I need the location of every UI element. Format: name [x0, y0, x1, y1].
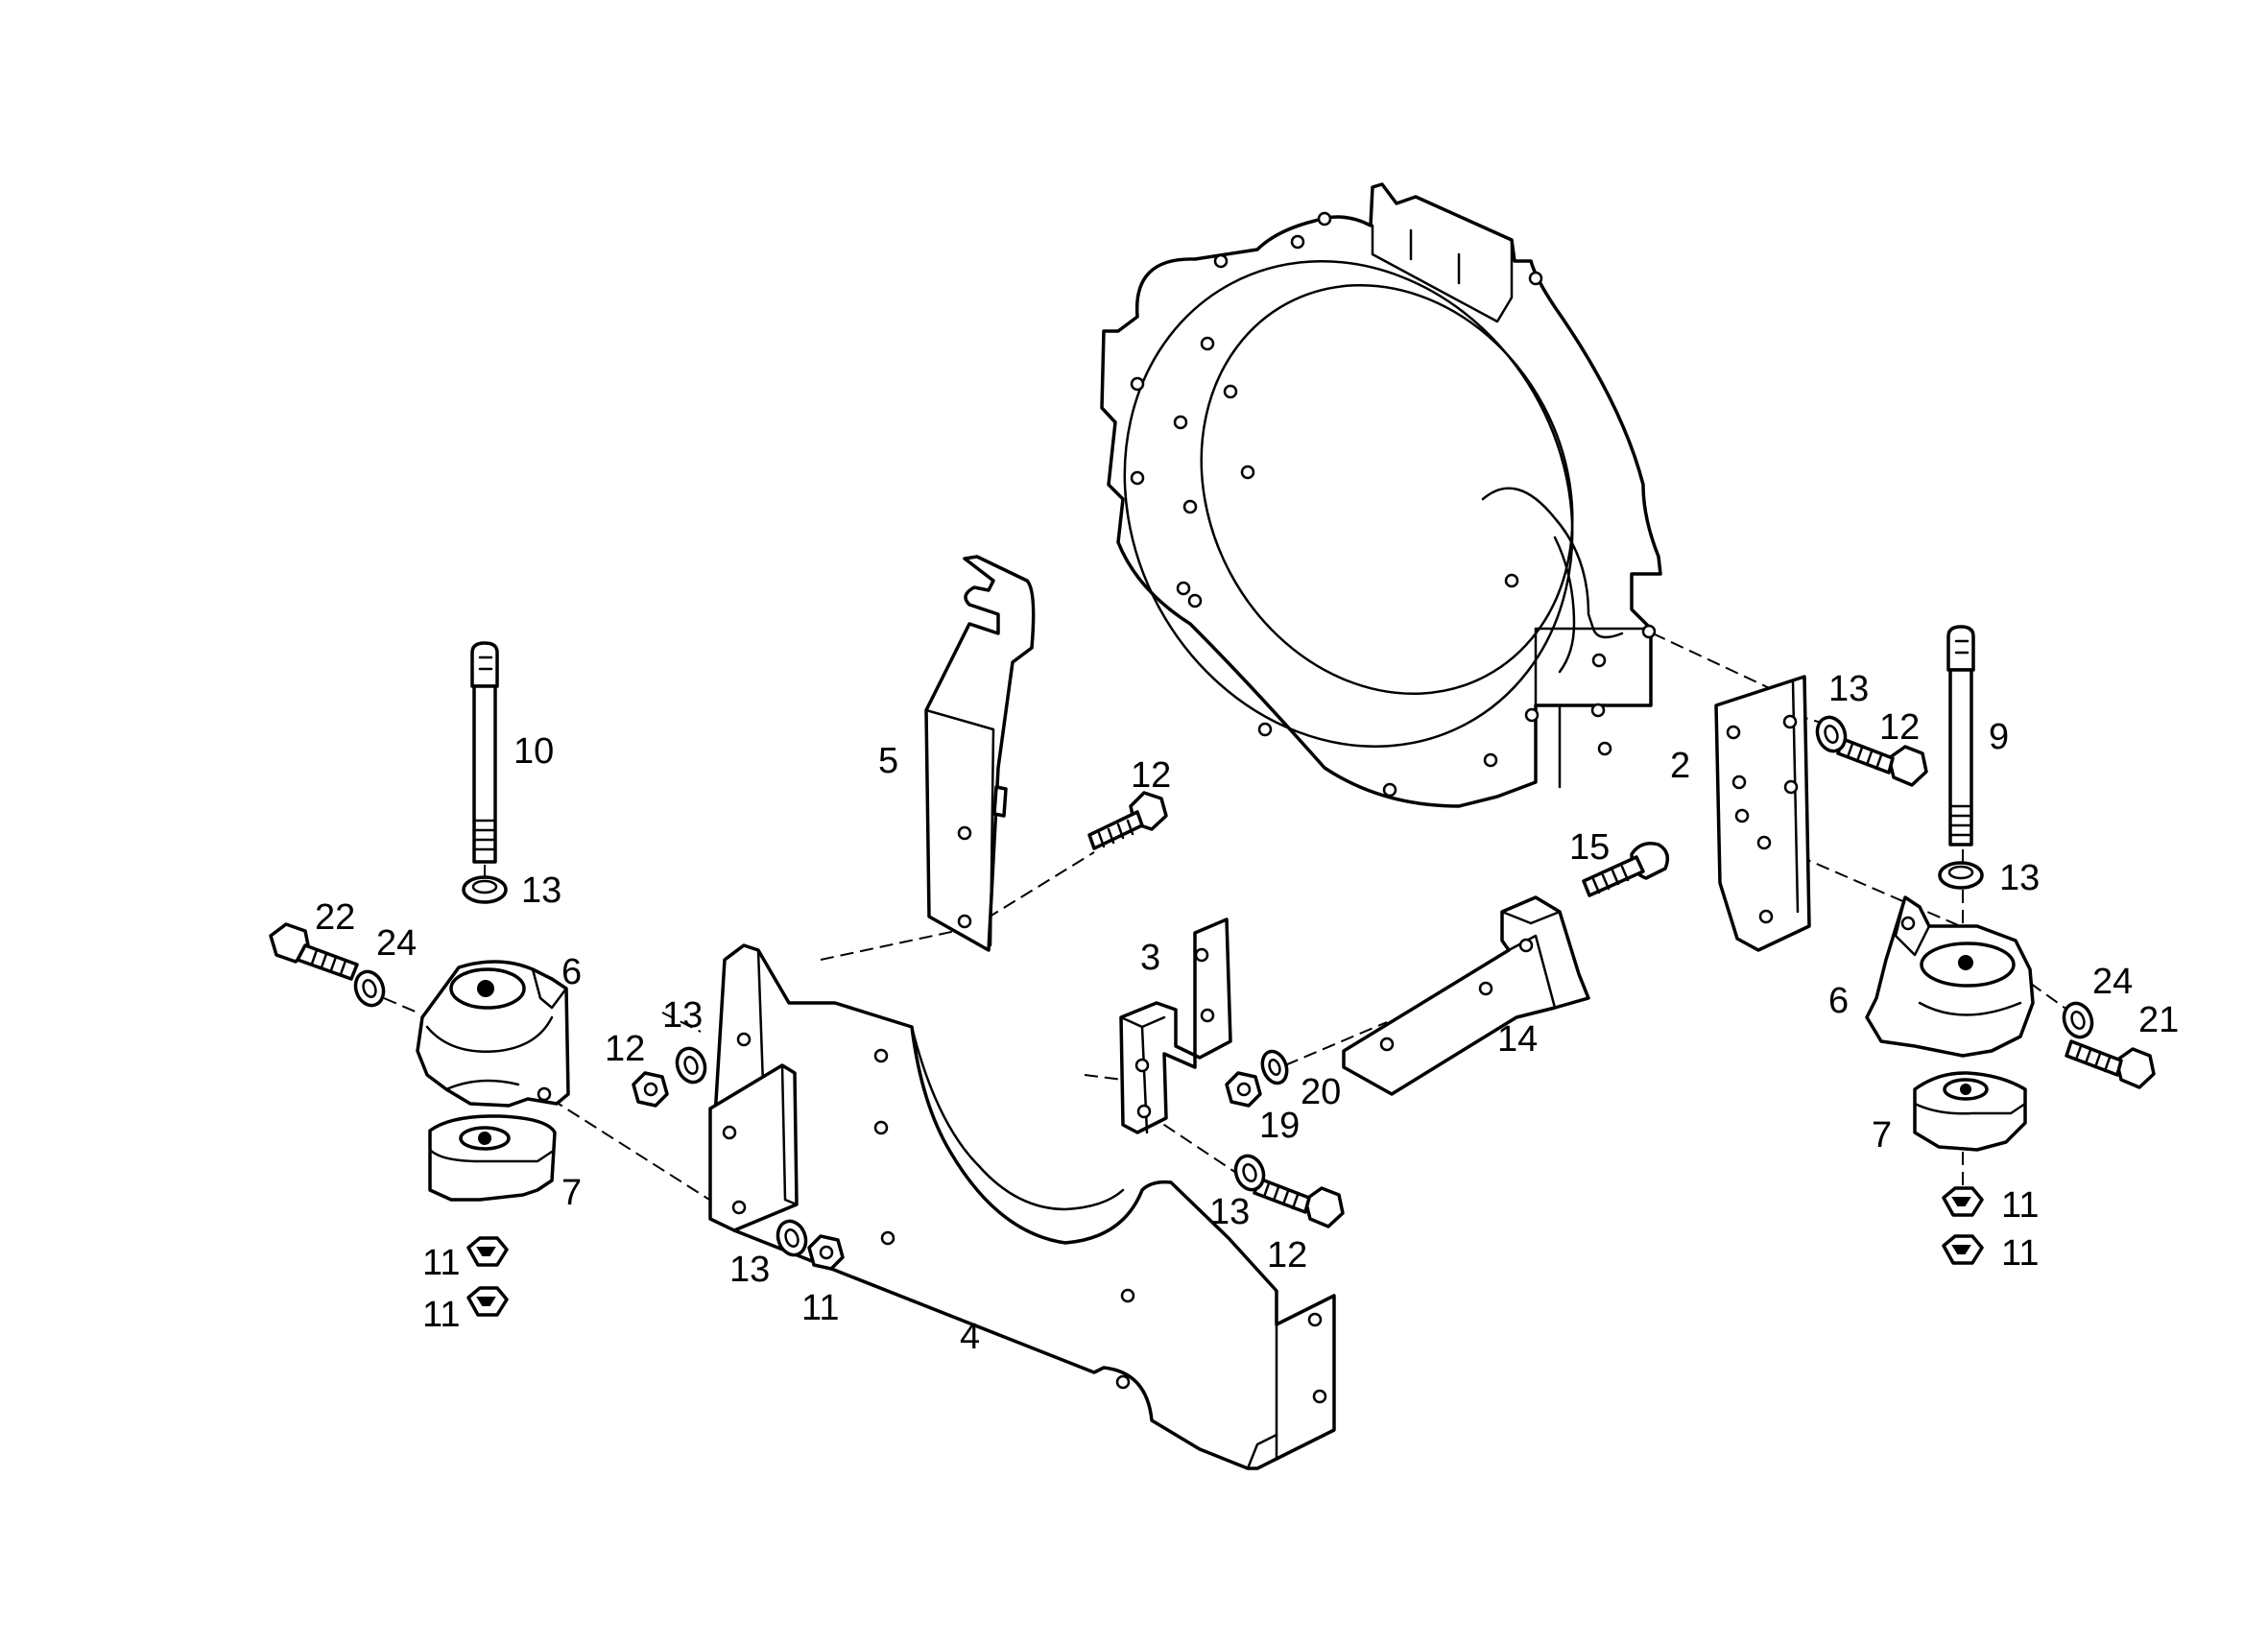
hex-bolt-22	[269, 922, 359, 981]
callout-12-bottom: 12	[1267, 1235, 1307, 1275]
callout-11-right-b: 11	[2001, 1233, 2039, 1274]
callout-10: 10	[513, 731, 554, 772]
callout-5: 5	[878, 741, 898, 781]
washer-13-bottom	[1233, 1154, 1266, 1192]
nut-11-left-a	[466, 1236, 509, 1267]
upper-bracket	[924, 555, 1036, 952]
washer-13-low	[776, 1219, 808, 1257]
hex-bolt-12-top	[1087, 791, 1168, 850]
callout-12-mid: 12	[605, 1029, 645, 1069]
washer-13-right-top	[1938, 861, 1984, 890]
callout-12-right: 12	[1879, 707, 1920, 748]
callout-11-left-a: 11	[422, 1243, 460, 1283]
callout-4: 4	[960, 1317, 980, 1357]
callout-6-right: 6	[1828, 981, 1849, 1021]
nuts	[466, 1071, 1984, 1317]
callout-2: 2	[1670, 746, 1690, 786]
left-engine-mount	[416, 960, 570, 1108]
callout-3: 3	[1140, 938, 1160, 978]
washers	[353, 715, 2094, 1257]
hex-bolt-12-right	[1836, 737, 1928, 787]
plate-bracket	[1714, 675, 1811, 952]
callout-11-left-b: 11	[422, 1295, 460, 1335]
callout-19: 19	[1259, 1106, 1300, 1146]
callout-13-low: 13	[729, 1250, 770, 1290]
angle-bracket	[1119, 918, 1232, 1134]
nut-12-mid	[632, 1071, 669, 1108]
long-bolt-right	[1946, 625, 1975, 846]
callout-24-right: 24	[2092, 962, 2133, 1002]
callout-21: 21	[2138, 1000, 2179, 1040]
washer-13-right	[1815, 715, 1848, 753]
callout-12-top: 12	[1131, 755, 1171, 796]
main-frame-plate	[708, 943, 1336, 1470]
callout-11-mid: 11	[801, 1288, 839, 1328]
washer-24-right	[2062, 1001, 2094, 1039]
callout-13-right-top: 13	[1999, 858, 2040, 898]
washer-20	[1260, 1049, 1289, 1085]
washer-13-mid	[675, 1046, 707, 1085]
callout-22: 22	[315, 897, 355, 938]
long-bolt-left	[470, 641, 499, 864]
left-mount-base	[428, 1114, 557, 1202]
nut-11-low	[807, 1234, 845, 1271]
right-engine-mount	[1865, 895, 2035, 1058]
nut-11-right-b	[1942, 1234, 1984, 1265]
callout-13-right: 13	[1828, 669, 1869, 709]
callout-15: 15	[1569, 827, 1610, 868]
nut-19	[1225, 1071, 1262, 1108]
callout-20: 20	[1301, 1072, 1341, 1112]
socket-bolt-15	[1582, 842, 1670, 897]
callout-11-right-a: 11	[2001, 1185, 2039, 1226]
callout-labels: 2 3 4 5 6 6 7 7 9 10 11 11 11 11 11 12 1…	[315, 669, 2179, 1357]
right-mount-base	[1913, 1071, 2027, 1152]
flywheel-housing	[1100, 182, 1662, 808]
housing-bolt-holes	[1130, 211, 1657, 798]
callout-6-left: 6	[561, 952, 582, 992]
callout-7-right: 7	[1872, 1115, 1892, 1156]
callout-14: 14	[1497, 1019, 1538, 1060]
callout-24-left: 24	[376, 923, 417, 964]
link-bar	[1342, 895, 1590, 1096]
callout-9: 9	[1989, 717, 2009, 757]
callout-13-bottom: 13	[1209, 1192, 1250, 1232]
hex-bolt-12-bottom	[1253, 1177, 1345, 1228]
washer-24-left	[353, 969, 386, 1008]
washer-13-left-top	[462, 875, 508, 904]
hex-bolt-21	[2065, 1039, 2156, 1089]
callout-7-left: 7	[561, 1173, 582, 1213]
callout-13-mid: 13	[662, 995, 703, 1036]
callout-13-left-top: 13	[521, 870, 561, 911]
nut-11-left-b	[466, 1286, 509, 1317]
nut-11-right-a	[1942, 1186, 1984, 1217]
